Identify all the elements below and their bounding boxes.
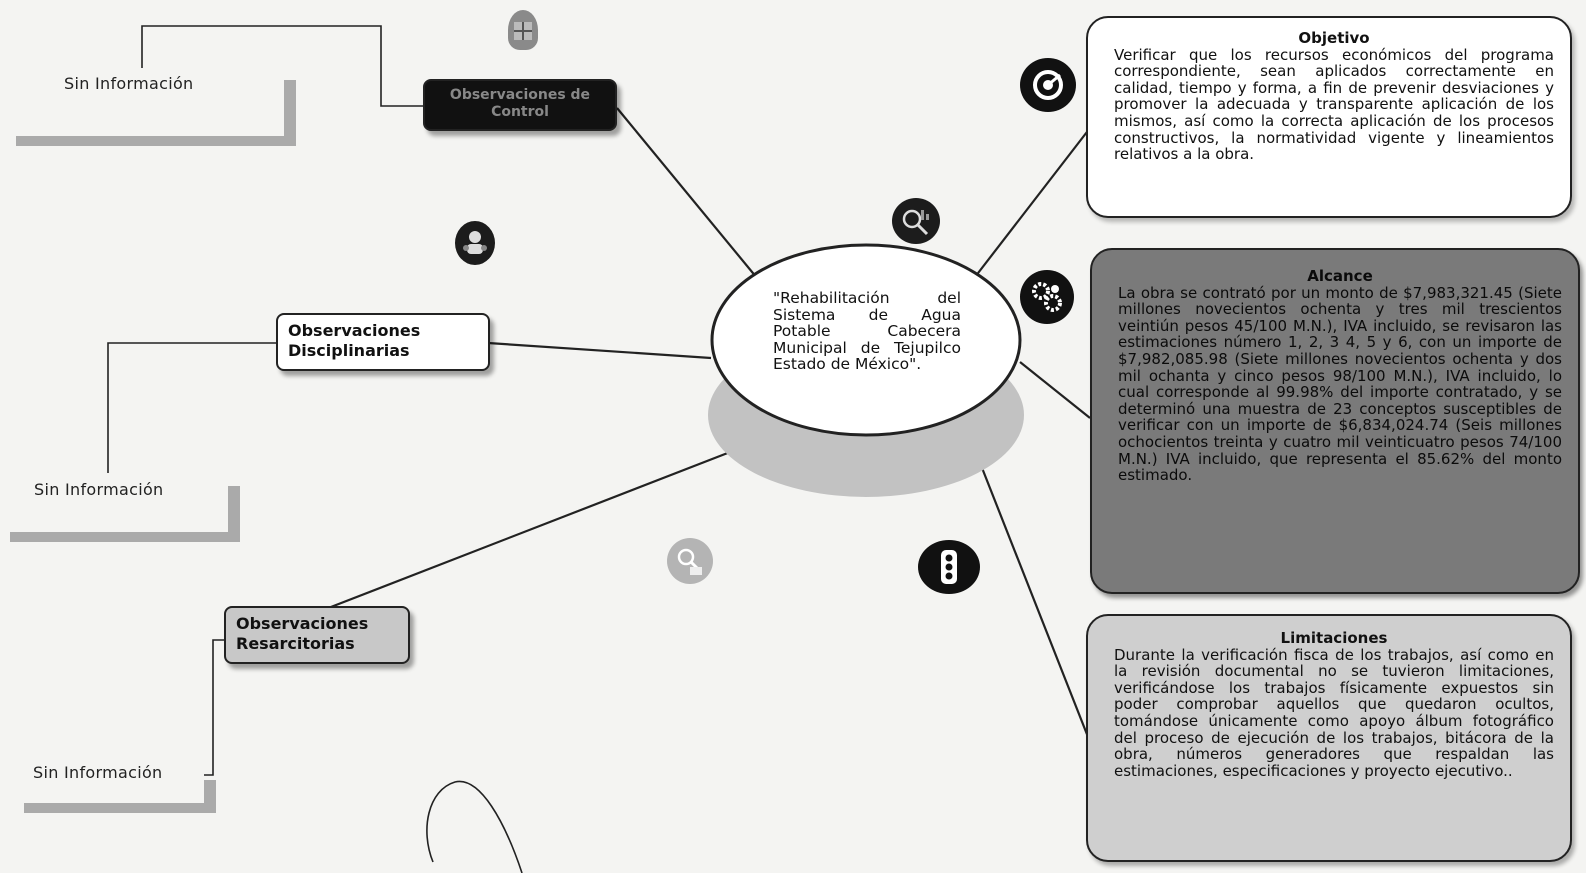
panel-limitaciones: Limitaciones Durante la verificación fis… — [1086, 614, 1572, 862]
info-label-disciplinarias: Sin Información — [34, 480, 164, 499]
panel-alcance: Alcance La obra se contrató por un monto… — [1090, 248, 1580, 594]
building-icon — [508, 10, 538, 50]
spoke-lines — [317, 107, 1092, 743]
info-label-control: Sin Información — [64, 74, 194, 93]
panel-limitaciones-title: Limitaciones — [1280, 629, 1388, 647]
node-observaciones-resarcitorias: Observaciones Resarcitorias — [224, 606, 410, 664]
traffic-light-icon — [918, 540, 980, 594]
info-brackets — [107, 25, 426, 776]
panel-objetivo-title: Objetivo — [1298, 29, 1370, 47]
search-people-icon — [667, 538, 713, 584]
panel-alcance-title: Alcance — [1307, 267, 1373, 285]
panel-objetivo: Objetivo Verificar que los recursos econ… — [1086, 16, 1572, 218]
panel-alcance-body: La obra se contrató por un monto de $7,9… — [1118, 283, 1562, 485]
analysis-icon — [892, 198, 940, 244]
info-label-resarcitorias: Sin Información — [33, 763, 163, 782]
panel-objetivo-body: Verificar que los recursos económicos de… — [1114, 45, 1554, 164]
node-observaciones-disciplinarias: Observaciones Disciplinarias — [276, 313, 490, 371]
info-underline-shadows — [10, 80, 296, 813]
target-icon — [1020, 58, 1076, 112]
people-icon — [455, 221, 495, 265]
decorative-curve — [426, 780, 523, 873]
node-observaciones-control: Observaciones de Control — [423, 79, 617, 131]
gears-icon — [1020, 270, 1074, 324]
center-node — [710, 243, 1022, 437]
panel-limitaciones-body: Durante la verificación fisca de los tra… — [1114, 645, 1554, 780]
center-title: "Rehabilitación del Sistema de Agua Pota… — [773, 289, 961, 373]
